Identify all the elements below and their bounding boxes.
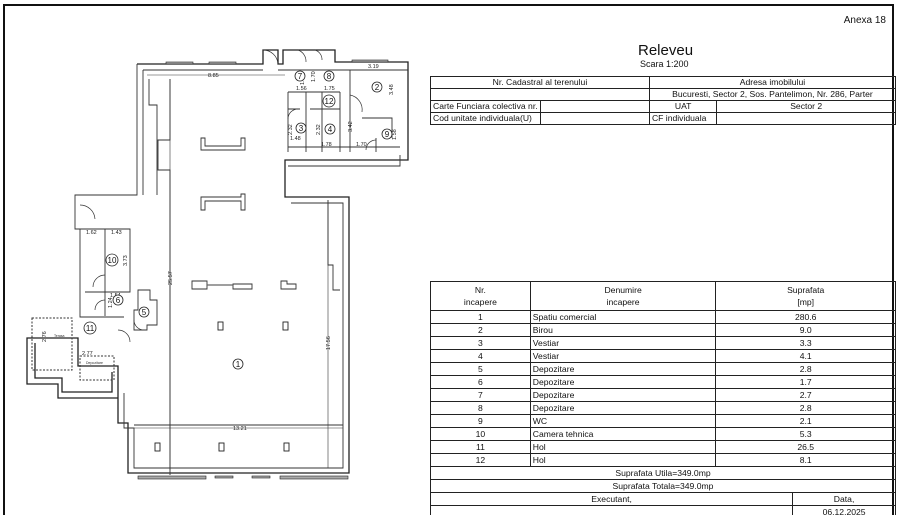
- svg-text:3.42: 3.42: [348, 121, 354, 132]
- cadastral-label: Nr. Cadastral al terenului: [430, 76, 650, 89]
- useful-area-row: Suprafata Utila=349.0mp: [430, 466, 896, 480]
- room-label-9: 9: [385, 130, 390, 139]
- window-top-2: [208, 61, 237, 65]
- svg-text:3.48: 3.48: [389, 84, 395, 95]
- svg-text:1.43: 1.43: [111, 230, 122, 236]
- useful-area: Suprafata Utila=349.0mp: [430, 466, 896, 480]
- storage-label: Depozitare: [86, 361, 103, 365]
- room-label-8: 8: [327, 72, 332, 81]
- carte-funciara-label: Carte Funciara colectiva nr.: [430, 100, 541, 113]
- room-label-10: 10: [108, 256, 117, 265]
- room-label-4: 4: [328, 125, 333, 134]
- cod-unitate-label: Cod unitate individuala(U): [430, 112, 541, 125]
- front-glazing: [137, 475, 349, 480]
- property-info-table: Nr. Cadastral al terenului Adresa imobil…: [430, 76, 897, 125]
- svg-text:1.48: 1.48: [290, 136, 301, 142]
- service-rooms: [262, 49, 400, 152]
- total-area-row: Suprafata Totala=349.0mp: [430, 479, 896, 493]
- svg-text:1.24: 1.24: [108, 297, 114, 308]
- date-value: 06.12.2025: [792, 505, 896, 515]
- svg-text:2.32: 2.32: [288, 124, 294, 135]
- svg-text:3.73: 3.73: [123, 255, 129, 266]
- carte-funciara-value: [539, 100, 650, 113]
- svg-text:1.56: 1.56: [296, 86, 307, 92]
- executant-row: Executant, Data,: [429, 492, 896, 506]
- svg-text:1.58: 1.58: [392, 129, 398, 140]
- date-label: Data,: [792, 492, 896, 506]
- svg-text:13.21: 13.21: [233, 426, 247, 432]
- annex-label: Anexa 18: [843, 15, 886, 26]
- scale-label: Scara 1:200: [640, 59, 689, 69]
- header-area: Suprafata[mp]: [715, 281, 896, 311]
- room-label-11: 11: [86, 324, 95, 333]
- executant-signature: [429, 505, 794, 515]
- svg-text:2.32: 2.32: [316, 124, 322, 135]
- header-nr: Nr.incapere: [430, 281, 531, 311]
- room-label-3: 3: [299, 124, 304, 133]
- uat-value: Sector 2: [716, 100, 896, 113]
- svg-text:8.85: 8.85: [208, 73, 219, 79]
- address-value: Bucuresti, Sector 2, Sos. Pantelimon, Nr…: [648, 88, 897, 101]
- signature-row: 06.12.2025: [429, 505, 896, 515]
- room-label-7: 7: [298, 72, 303, 81]
- cf-individuala-value: [716, 112, 896, 125]
- terrace-outline: [31, 317, 73, 371]
- terrace-label: Terasa: [54, 334, 65, 338]
- total-area: Suprafata Totala=349.0mp: [430, 479, 896, 493]
- cadastral-value: [430, 88, 650, 101]
- window-room2: [351, 59, 389, 63]
- room-label-6: 6: [116, 296, 121, 305]
- dimension-lines: 8.85 25.57 17.56 13.21 1.56 1.75 1.75 1.…: [42, 64, 398, 470]
- svg-text:1.75: 1.75: [324, 86, 335, 92]
- room-label-1: 1: [236, 360, 241, 369]
- room-label-12: 12: [325, 97, 334, 106]
- room-labels: 1 2 3 4 5 6 7 8 9 10 11 12: [83, 70, 393, 370]
- svg-text:1.78: 1.78: [321, 142, 332, 148]
- window-top-1: [165, 61, 194, 65]
- left-annex-rooms: [79, 204, 158, 343]
- main-room-lines: [134, 79, 343, 475]
- svg-text:1.70: 1.70: [311, 71, 317, 82]
- svg-text:1.62: 1.62: [86, 230, 97, 236]
- svg-text:17.56: 17.56: [326, 336, 332, 350]
- page-title: Releveu: [638, 42, 694, 59]
- cod-unitate-value: [539, 112, 650, 125]
- svg-text:1.70: 1.70: [356, 142, 367, 148]
- structure-elements: [154, 137, 297, 452]
- cf-individuala-label: CF individuala: [648, 112, 718, 125]
- outer-walls: [26, 49, 409, 474]
- svg-text:3.19: 3.19: [368, 64, 379, 70]
- uat-label: UAT: [648, 100, 718, 113]
- room-label-5: 5: [142, 308, 147, 317]
- executant-label: Executant,: [429, 492, 794, 506]
- address-label: Adresa imobilului: [648, 76, 897, 89]
- svg-text:25.57: 25.57: [168, 271, 174, 285]
- svg-text:2.76: 2.76: [42, 331, 48, 342]
- room-label-2: 2: [375, 83, 380, 92]
- storage-outline: [79, 355, 115, 381]
- svg-text:2.77: 2.77: [82, 351, 93, 357]
